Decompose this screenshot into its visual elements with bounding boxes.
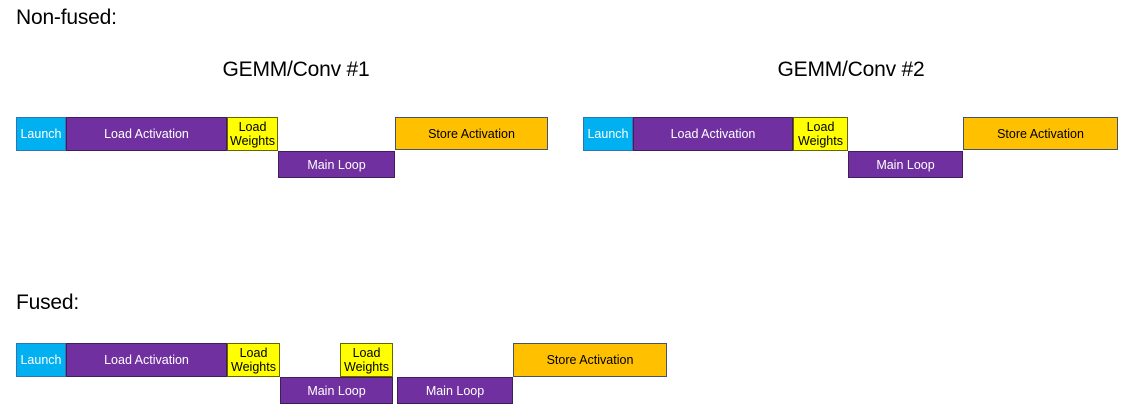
block-main-loop: Main Loop — [280, 377, 393, 404]
block-main-loop: Main Loop — [848, 151, 963, 178]
block-launch: Launch — [16, 117, 66, 151]
group-title-gemm-conv-1: GEMM/Conv #1 — [222, 58, 370, 81]
block-load-weights: Load Weights — [340, 343, 393, 377]
block-main-loop: Main Loop — [278, 151, 395, 178]
block-store-activation: Store Activation — [513, 343, 667, 377]
block-main-loop: Main Loop — [397, 377, 513, 404]
block-load-weights: Load Weights — [227, 117, 278, 151]
block-load-activation: Load Activation — [66, 343, 227, 377]
block-load-activation: Load Activation — [66, 117, 227, 151]
block-load-weights: Load Weights — [793, 117, 848, 151]
block-launch: Launch — [583, 117, 633, 151]
block-store-activation: Store Activation — [963, 117, 1118, 150]
section-label-fused: Fused: — [16, 291, 79, 314]
block-store-activation: Store Activation — [395, 117, 548, 150]
block-launch: Launch — [16, 343, 66, 377]
block-load-activation: Load Activation — [633, 117, 793, 151]
section-label-non-fused: Non-fused: — [16, 6, 117, 29]
block-load-weights: Load Weights — [227, 343, 280, 377]
group-title-gemm-conv-2: GEMM/Conv #2 — [777, 58, 925, 81]
